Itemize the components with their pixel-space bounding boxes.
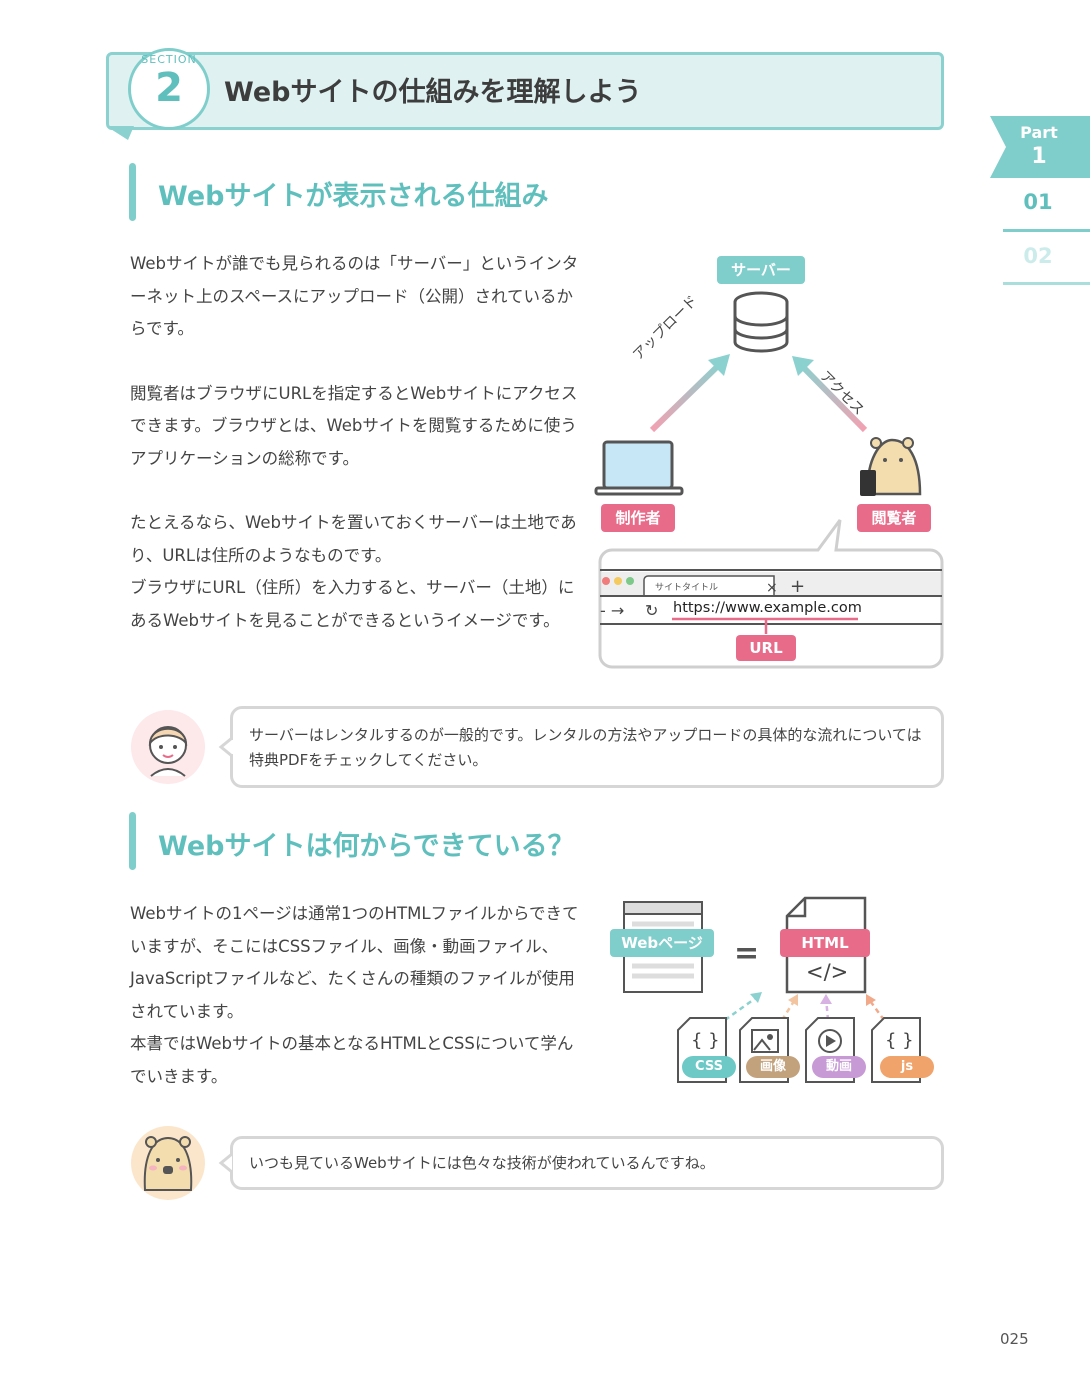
bubble-pointer — [218, 1152, 233, 1174]
browser-tab-title: サイトタイトル — [655, 583, 719, 593]
tip-bubble-2: いつも見ているWebサイトには色々な技術が使われているんですね。 — [230, 1136, 944, 1190]
new-tab-icon: + — [790, 576, 805, 597]
webpage-label: Webページ — [610, 929, 714, 957]
paragraph: たとえるなら、Webサイトを置いておくサーバーは土地であり、URLは住所のような… — [130, 513, 577, 565]
paragraph: 閲覧者はブラウザにURLを指定するとWebサイトにアクセスできます。ブラウザとは… — [130, 383, 578, 468]
access-arrow — [792, 356, 868, 433]
html-label: HTML — [780, 929, 870, 957]
capybara-avatar — [131, 1126, 205, 1200]
creator-label: 制作者 — [601, 504, 675, 532]
nav-divider — [1003, 229, 1090, 232]
paragraph: ブラウザにURL（住所）を入力すると、サーバー（土地）にあるWebサイトを見るこ… — [130, 578, 575, 630]
css-file-label: CSS — [682, 1056, 736, 1078]
body-text-2: Webサイトの1ページは通常1つのHTMLファイルからできていますが、そこにはC… — [130, 898, 580, 1093]
close-tab-icon: × — [766, 580, 778, 596]
part-number: 1 — [1031, 144, 1047, 169]
forward-icon: - → — [600, 601, 624, 620]
tip-text-2: いつも見ているWebサイトには色々な技術が使われているんですね。 — [249, 1154, 715, 1172]
body-text-1: Webサイトが誰でも見られるのは「サーバー」というインターネット上のスペースにア… — [130, 248, 580, 637]
heading-how-websites-display: Webサイトが表示される仕組み — [158, 181, 549, 212]
upload-arrow — [649, 354, 730, 433]
equals-sign: = — [734, 936, 760, 971]
heading-accent-bar — [129, 812, 136, 870]
nav-item-02[interactable]: 02 — [1023, 244, 1053, 268]
tip-text-1: サーバーはレンタルするのが一般的です。レンタルの方法やアップロードの具体的な流れ… — [249, 726, 922, 769]
bubble-pointer — [218, 736, 233, 758]
image-icon — [751, 1029, 779, 1053]
video-icon — [818, 1029, 842, 1053]
section-number: 2 — [155, 65, 183, 111]
section-badge-label: SECTION — [141, 53, 197, 66]
section-banner — [106, 52, 944, 130]
paragraph: 本書ではWebサイトの基本となるHTMLとCSSについて学んでいきます。 — [130, 1034, 574, 1086]
paragraph: Webサイトの1ページは通常1つのHTMLファイルからできていますが、そこにはC… — [130, 904, 579, 1021]
reload-icon: ↻ — [645, 601, 658, 620]
capybara-viewer-icon — [860, 437, 922, 496]
url-text: https://www.example.com — [673, 600, 862, 616]
js-braces-icon: { } — [885, 1030, 914, 1051]
css-braces-icon: { } — [691, 1030, 720, 1051]
part-tab — [990, 116, 1090, 178]
database-icon — [733, 291, 789, 353]
server-diagram: × + - → ↻ — [594, 291, 944, 669]
section-badge: SECTION 2 — [128, 48, 210, 130]
server-label: サーバー — [717, 256, 805, 284]
nav-divider — [1003, 282, 1090, 285]
js-file-label: js — [880, 1056, 934, 1078]
page-title: Webサイトの仕組みを理解しよう — [224, 77, 642, 108]
part-tab-notch — [990, 116, 1006, 178]
nav-item-01[interactable]: 01 — [1023, 190, 1053, 214]
viewer-label: 閲覧者 — [857, 504, 931, 532]
video-file-label: 動画 — [812, 1056, 866, 1078]
laptop-icon — [594, 440, 684, 496]
tip-bubble-1: サーバーはレンタルするのが一般的です。レンタルの方法やアップロードの具体的な流れ… — [230, 706, 944, 788]
part-label: Part — [1020, 123, 1058, 142]
heading-what-websites-made-of: Webサイトは何からできている？ — [158, 831, 575, 862]
url-label: URL — [736, 635, 796, 661]
html-code-icon: </> — [806, 960, 849, 984]
paragraph: Webサイトが誰でも見られるのは「サーバー」というインターネット上のスペースにア… — [130, 254, 579, 338]
image-file-label: 画像 — [746, 1056, 800, 1078]
page-number: 025 — [1000, 1330, 1029, 1348]
banner-tail — [106, 126, 134, 140]
heading-accent-bar — [129, 163, 136, 221]
author-avatar — [131, 710, 205, 784]
